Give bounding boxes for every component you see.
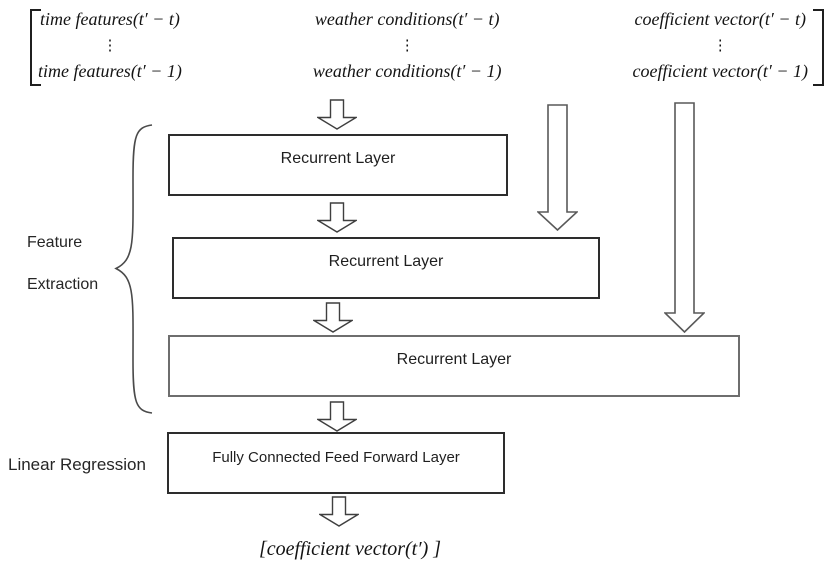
- matrix-right-bracket: [813, 9, 824, 86]
- long-down-arrow-icon: [664, 102, 705, 333]
- feature-extraction-label-line1: Feature: [27, 234, 83, 251]
- matrix-cell: coefficient vector(t′ − 1): [632, 61, 808, 81]
- recurrent-layer-1-box: Recurrent Layer: [168, 134, 508, 196]
- long-down-arrow-icon: [537, 104, 578, 231]
- recurrent-layer-2-box: Recurrent Layer: [172, 237, 600, 299]
- down-arrow-icon: [313, 302, 353, 333]
- curly-brace-icon: [114, 124, 153, 414]
- vertical-ellipsis: ⋮: [712, 36, 728, 54]
- down-arrow-icon: [317, 401, 357, 432]
- matrix-cell: weather conditions(t′ − 1): [312, 61, 502, 81]
- matrix-column-coefficient-vector: coefficient vector(t′ − t) ⋮ coefficient…: [632, 7, 808, 83]
- recurrent-layer-3-box: Recurrent Layer: [168, 335, 740, 397]
- output-vector-text: [coefficient vector(t′) ]: [258, 538, 442, 560]
- vertical-ellipsis: ⋮: [399, 36, 415, 54]
- layer-label: Recurrent Layer: [328, 253, 444, 270]
- matrix-column-weather-conditions: weather conditions(t′ − t) ⋮ weather con…: [313, 7, 502, 83]
- down-arrow-icon: [317, 202, 357, 233]
- fully-connected-layer-box: Fully Connected Feed Forward Layer: [167, 432, 505, 494]
- down-arrow-icon: [319, 496, 359, 527]
- vertical-ellipsis: ⋮: [102, 36, 118, 54]
- feature-extraction-label-line2: Extraction: [27, 276, 99, 293]
- matrix-cell: coefficient vector(t′ − t): [634, 9, 806, 29]
- matrix-cell: time features(t′ − t): [40, 9, 180, 29]
- matrix-cell: weather conditions(t′ − t): [314, 9, 500, 29]
- input-matrix: time features(t′ − t) ⋮ time features(t′…: [38, 7, 808, 83]
- layer-label: Recurrent Layer: [280, 150, 396, 167]
- matrix-left-bracket: [30, 9, 41, 86]
- matrix-column-time-features: time features(t′ − t) ⋮ time features(t′…: [38, 7, 182, 83]
- layer-label: Recurrent Layer: [396, 351, 512, 368]
- linear-regression-label: Linear Regression: [8, 455, 146, 474]
- layer-label: Fully Connected Feed Forward Layer: [212, 448, 460, 466]
- down-arrow-icon: [317, 99, 357, 130]
- matrix-cell: time features(t′ − 1): [38, 61, 182, 81]
